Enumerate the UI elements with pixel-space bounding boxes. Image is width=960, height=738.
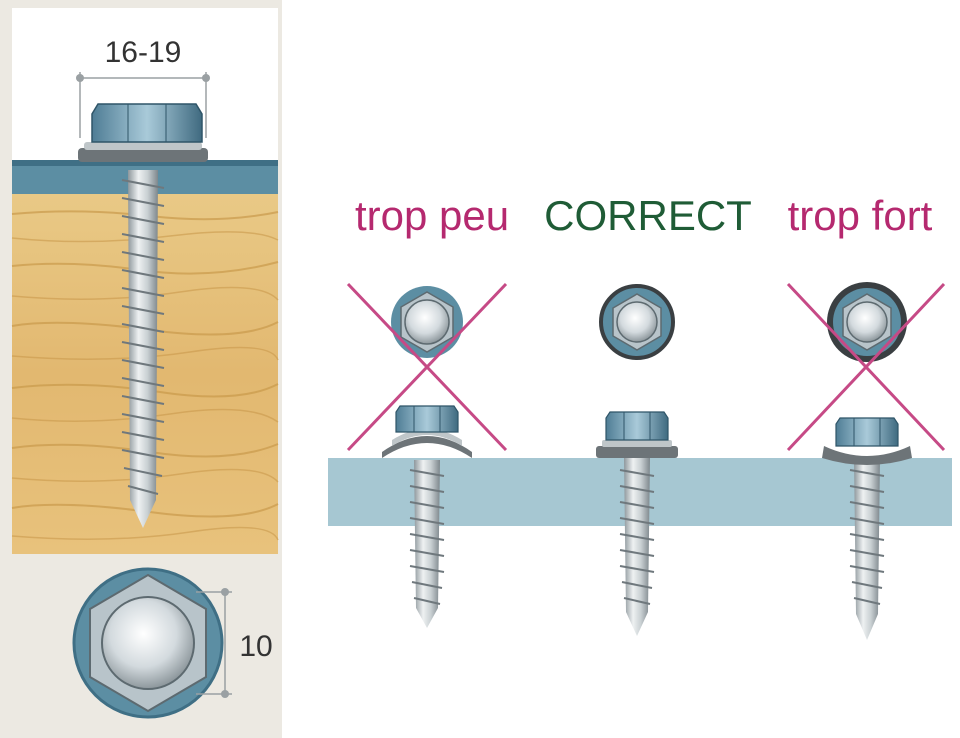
screw-side-view [78, 103, 208, 528]
label-correct: CORRECT [544, 192, 752, 239]
screw-too-little [382, 405, 472, 628]
top-view-too-much [827, 282, 907, 362]
width-dimension: 16-19 [76, 36, 210, 138]
state-too-much [786, 282, 946, 640]
state-correct [596, 284, 678, 636]
top-view-too-little [391, 286, 463, 358]
hex-head [91, 103, 203, 143]
width-dimension-label: 16-19 [105, 36, 182, 69]
left-panel: 16-19 [0, 0, 282, 738]
label-too-much: trop fort [788, 192, 933, 239]
sealing-washer [78, 148, 208, 162]
label-too-little: trop peu [355, 192, 509, 239]
top-view-correct [599, 284, 675, 360]
diameter-dimension: 10 [196, 588, 273, 698]
screw-top-view [72, 567, 224, 719]
state-labels: trop peu CORRECT trop fort [355, 192, 933, 239]
screw-correct [596, 411, 678, 636]
wrong-cross-too-little [346, 282, 508, 452]
diameter-dimension-label: 10 [239, 630, 272, 663]
wrong-cross-too-much [786, 282, 946, 452]
state-too-little [346, 282, 508, 628]
screw-too-much [822, 417, 912, 640]
